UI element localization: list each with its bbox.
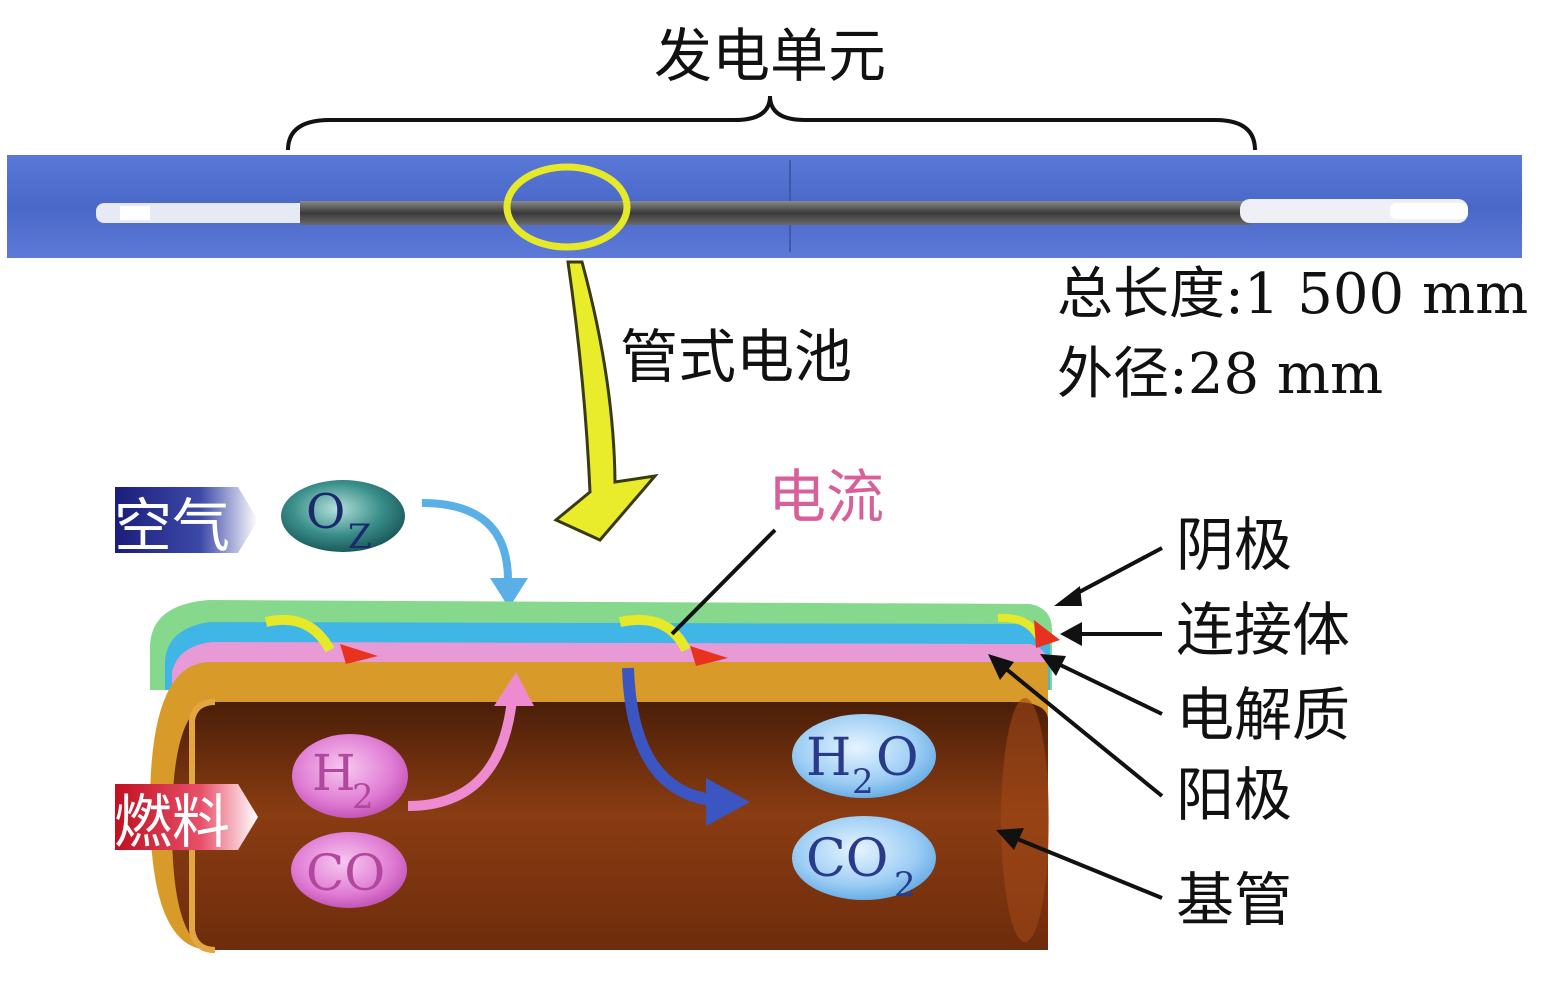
co2-bubble: CO 2 [792, 816, 936, 905]
co-bubble: CO [291, 832, 407, 908]
h2o-o: O [876, 728, 919, 788]
h2o-sub: 2 [852, 762, 874, 802]
interconnect-markers [264, 613, 1060, 666]
o2-sub: Z [348, 517, 372, 557]
label-cathode: 阴极 [1176, 511, 1292, 579]
label-interconnect: 连接体 [1176, 596, 1350, 664]
rod-body [300, 201, 1250, 225]
spec-length: 总长度:1 500 mm [1057, 262, 1528, 327]
spec-diameter: 外径:28 mm [1057, 342, 1383, 407]
tube-photo-panel [7, 155, 1522, 258]
current-label: 电流 [768, 463, 884, 531]
product-flow-arrow [622, 667, 713, 806]
o2-bubble: O Z [281, 480, 405, 557]
air-label: 空气 [114, 492, 230, 560]
zoom-arrow [553, 260, 659, 542]
label-electrolyte: 电解质 [1176, 681, 1350, 749]
co-text: CO [306, 844, 385, 902]
fuel-input: 燃料 [114, 784, 258, 856]
air-flow-arrow [421, 499, 512, 581]
title-power-unit: 发电单元 [654, 22, 886, 90]
fuel-flow-arrow [407, 699, 517, 811]
label-support-tube: 基管 [1176, 866, 1292, 934]
air-input: 空气 [114, 487, 258, 560]
co2-main: CO [806, 829, 888, 889]
current-leader [670, 528, 777, 636]
h2-main: H [312, 744, 356, 802]
layer-callouts: 阴极 连接体 电解质 阳极 基管 [988, 511, 1350, 934]
h2-bubble: H 2 [292, 734, 408, 818]
h2o-h: H [806, 728, 851, 788]
brace [286, 95, 1257, 151]
label-anode: 阳极 [1176, 761, 1292, 829]
highlight-ellipse [503, 163, 631, 251]
h2-sub: 2 [352, 777, 374, 817]
label-tubular-cell: 管式电池 [620, 323, 852, 391]
o2-main: O [306, 484, 345, 540]
fuel-label: 燃料 [114, 788, 230, 856]
h2o-bubble: H 2 O [792, 714, 936, 802]
co2-sub: 2 [894, 865, 916, 905]
